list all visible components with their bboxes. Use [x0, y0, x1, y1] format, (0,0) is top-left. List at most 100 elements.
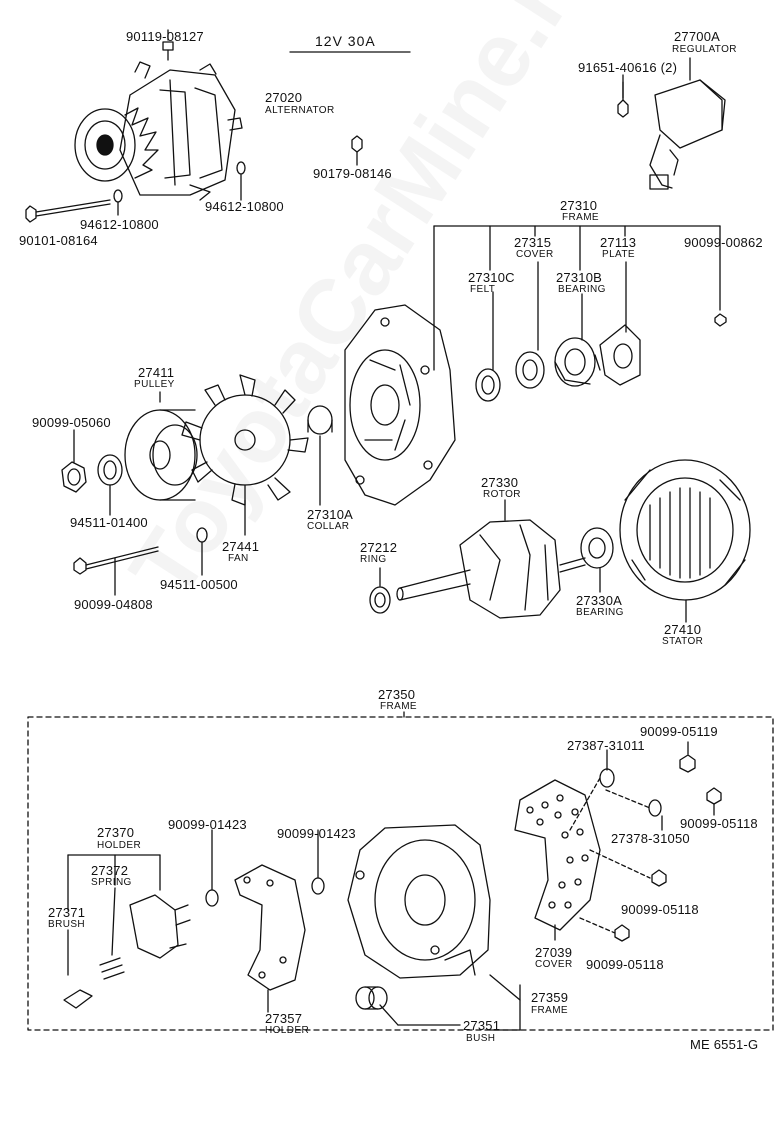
part-91651-number: 91651-40616 (2) [578, 60, 678, 75]
bearing-27310B-drawing [554, 337, 601, 387]
part-27357-name: HOLDER [265, 1025, 310, 1036]
part-27310B-number: 27310B [556, 270, 603, 285]
part-27310A-name: COLLAR [307, 521, 350, 532]
part-90099-01423-a-number: 90099-01423 [168, 817, 247, 832]
cover-27315-drawing [515, 351, 545, 389]
part-27315-name: COVER [516, 249, 554, 260]
part-27310C-name: FELT [470, 284, 496, 295]
part-27410-number: 27410 [664, 622, 702, 637]
ring-drawing [369, 586, 391, 614]
part-27700A-name: REGULATOR [672, 44, 737, 55]
brush-holder-drawing [63, 894, 191, 1009]
part-27410-name: STATOR [662, 636, 704, 647]
nut-90099-01423-b-drawing [311, 877, 325, 895]
part-27370-number: 27370 [97, 825, 135, 840]
part-27020-number: 27020 [265, 90, 303, 105]
part-27310A-number: 27310A [307, 507, 354, 522]
collar-drawing [307, 405, 333, 435]
part-94612-b-number: 94612-10800 [205, 199, 284, 214]
bolt-90119-drawing [162, 41, 174, 61]
part-27039-name: COVER [535, 959, 573, 970]
bush-27351-drawing [355, 986, 388, 1010]
part-27411-number: 27411 [138, 365, 175, 380]
part-27212-number: 27212 [360, 540, 398, 555]
part-27359-number: 27359 [531, 990, 569, 1005]
leader-lines-lower [211, 741, 715, 1031]
part-90099-05119-number: 90099-05119 [640, 724, 718, 739]
part-90099-05118-c-number: 90099-05118 [586, 957, 664, 972]
part-27372-number: 27372 [91, 863, 129, 878]
part-27371-number: 27371 [48, 905, 86, 920]
washer-94511-01400-drawing [97, 454, 123, 486]
leader-lines-middle [379, 499, 687, 623]
part-90099-00862-number: 90099-00862 [684, 235, 763, 250]
part-27350-number: 27350 [378, 687, 416, 702]
rectifier-cover-27039-drawing [514, 779, 601, 931]
part-27411-name: PULLEY [134, 379, 175, 390]
part-27441-name: FAN [228, 553, 249, 564]
fan-drawing [181, 374, 309, 506]
header-spec: 12V 30A [315, 33, 376, 49]
part-27310C-number: 27310C [468, 270, 515, 285]
bolt-90099-04808-drawing [73, 546, 159, 575]
part-27039-number: 27039 [535, 945, 573, 960]
part-27310-name: FRAME [562, 212, 599, 223]
part-27113-name: PLATE [602, 249, 635, 260]
part-27351-name: BUSH [466, 1033, 496, 1044]
part-27310-number: 27310 [560, 198, 598, 213]
part-27378-number: 27378-31050 [611, 831, 690, 846]
part-90179-number: 90179-08146 [313, 166, 392, 181]
drive-frame-drawing [344, 304, 456, 506]
rotor-drawing [396, 519, 586, 619]
part-90099-05118-b-number: 90099-05118 [621, 902, 699, 917]
brush-holder-bracket [67, 854, 161, 976]
frame-27310-callout [433, 225, 721, 371]
part-27371-name: BRUSH [48, 919, 86, 930]
felt-drawing [475, 368, 501, 402]
part-27330-number: 27330 [481, 475, 519, 490]
part-94612-a-number: 94612-10800 [80, 217, 159, 232]
part-27315-number: 27315 [514, 235, 552, 250]
nuts-lower-right-drawing [599, 754, 722, 942]
part-27357-number: 27357 [265, 1011, 303, 1026]
part-27387-number: 27387-31011 [567, 738, 645, 753]
diagram-id: ME 6551-G [690, 1037, 759, 1052]
part-90099-04808-number: 90099-04808 [74, 597, 153, 612]
frame-27359-drawing [347, 824, 491, 979]
part-27113-number: 27113 [600, 235, 637, 250]
holder-27357-drawing [234, 864, 306, 991]
stator-drawing [619, 459, 751, 601]
part-27441-number: 27441 [222, 539, 260, 554]
part-27372-name: SPRING [91, 877, 132, 888]
part-27330-name: ROTOR [483, 489, 521, 500]
part-90101-number: 90101-08164 [19, 233, 98, 248]
part-27359-name: FRAME [531, 1005, 568, 1016]
part-94511-01400-number: 94511-01400 [70, 515, 148, 530]
part-27330A-number: 27330A [576, 593, 623, 608]
screw-90099-00862-drawing [714, 313, 727, 327]
part-27020-name: ALTERNATOR [265, 105, 335, 116]
part-27330A-name: BEARING [576, 607, 624, 618]
bearing-27330A-drawing [580, 527, 614, 569]
part-27310B-name: BEARING [558, 284, 606, 295]
regulator-drawing [617, 79, 726, 190]
part-90099-05118-a-number: 90099-05118 [680, 816, 758, 831]
lockwasher-94511-00500-drawing [196, 527, 208, 543]
nut-90179-drawing [351, 135, 363, 153]
part-94511-00500-number: 94511-00500 [160, 577, 238, 592]
part-27351-number: 27351 [463, 1018, 501, 1033]
alternator-assembly-drawing [74, 61, 243, 201]
pulley-drawing [124, 409, 198, 501]
part-90099-01423-b-number: 90099-01423 [277, 826, 356, 841]
part-90099-05060-number: 90099-05060 [32, 415, 111, 430]
nut-90099-05060-drawing [61, 461, 87, 493]
leader-lines-upper [73, 29, 691, 596]
part-90119-number: 90119-08127 [126, 29, 204, 44]
frame-27350-dashed-box [27, 716, 774, 1031]
nut-90099-01423-a-drawing [205, 889, 219, 907]
part-27212-name: RING [360, 554, 387, 565]
part-27350-name: FRAME [380, 701, 417, 712]
plate-27113-drawing [599, 324, 641, 386]
part-27700A-number: 27700A [674, 29, 721, 44]
